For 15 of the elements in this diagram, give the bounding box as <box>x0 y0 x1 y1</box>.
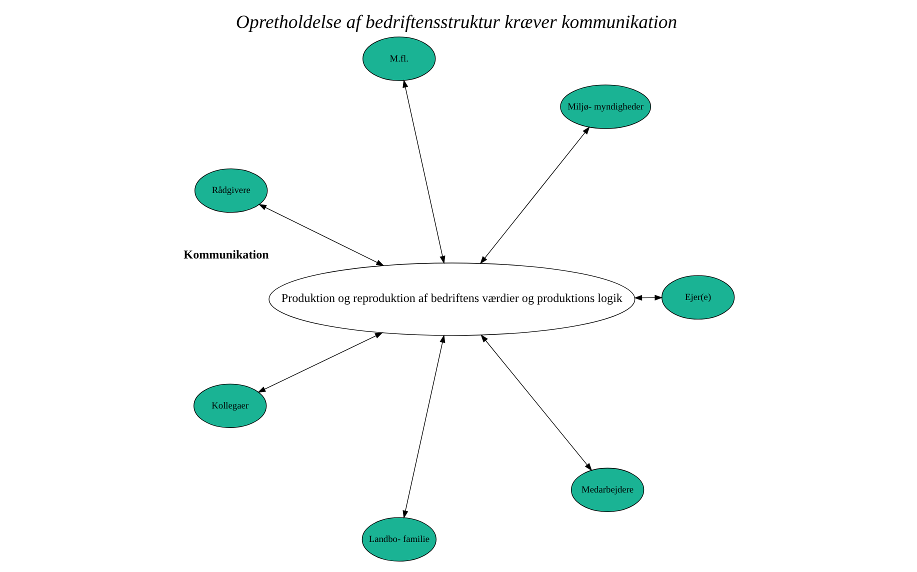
arrow <box>480 334 592 472</box>
node-ellipse: Miljø- myndigheder <box>560 84 651 129</box>
node-ellipse: Medarbejdere <box>570 468 644 512</box>
arrow <box>634 294 662 301</box>
arrow <box>258 204 384 266</box>
node-ellipse: Landbo- familie <box>361 517 436 562</box>
arrow <box>479 126 590 264</box>
node-ellipse: M.fl. <box>362 36 436 81</box>
node-ellipse: Ejer(e) <box>661 275 734 320</box>
node-label: Kommunikation <box>183 248 268 262</box>
arrow <box>402 80 445 264</box>
diagram-title: Opretholdelse af bedriftensstruktur kræver kommunikation <box>235 12 677 33</box>
node-ellipse: Produktion og reproduktion af bedriftens værdier og produktions logik <box>268 262 635 336</box>
arrow <box>402 334 445 519</box>
arrow <box>257 332 383 393</box>
